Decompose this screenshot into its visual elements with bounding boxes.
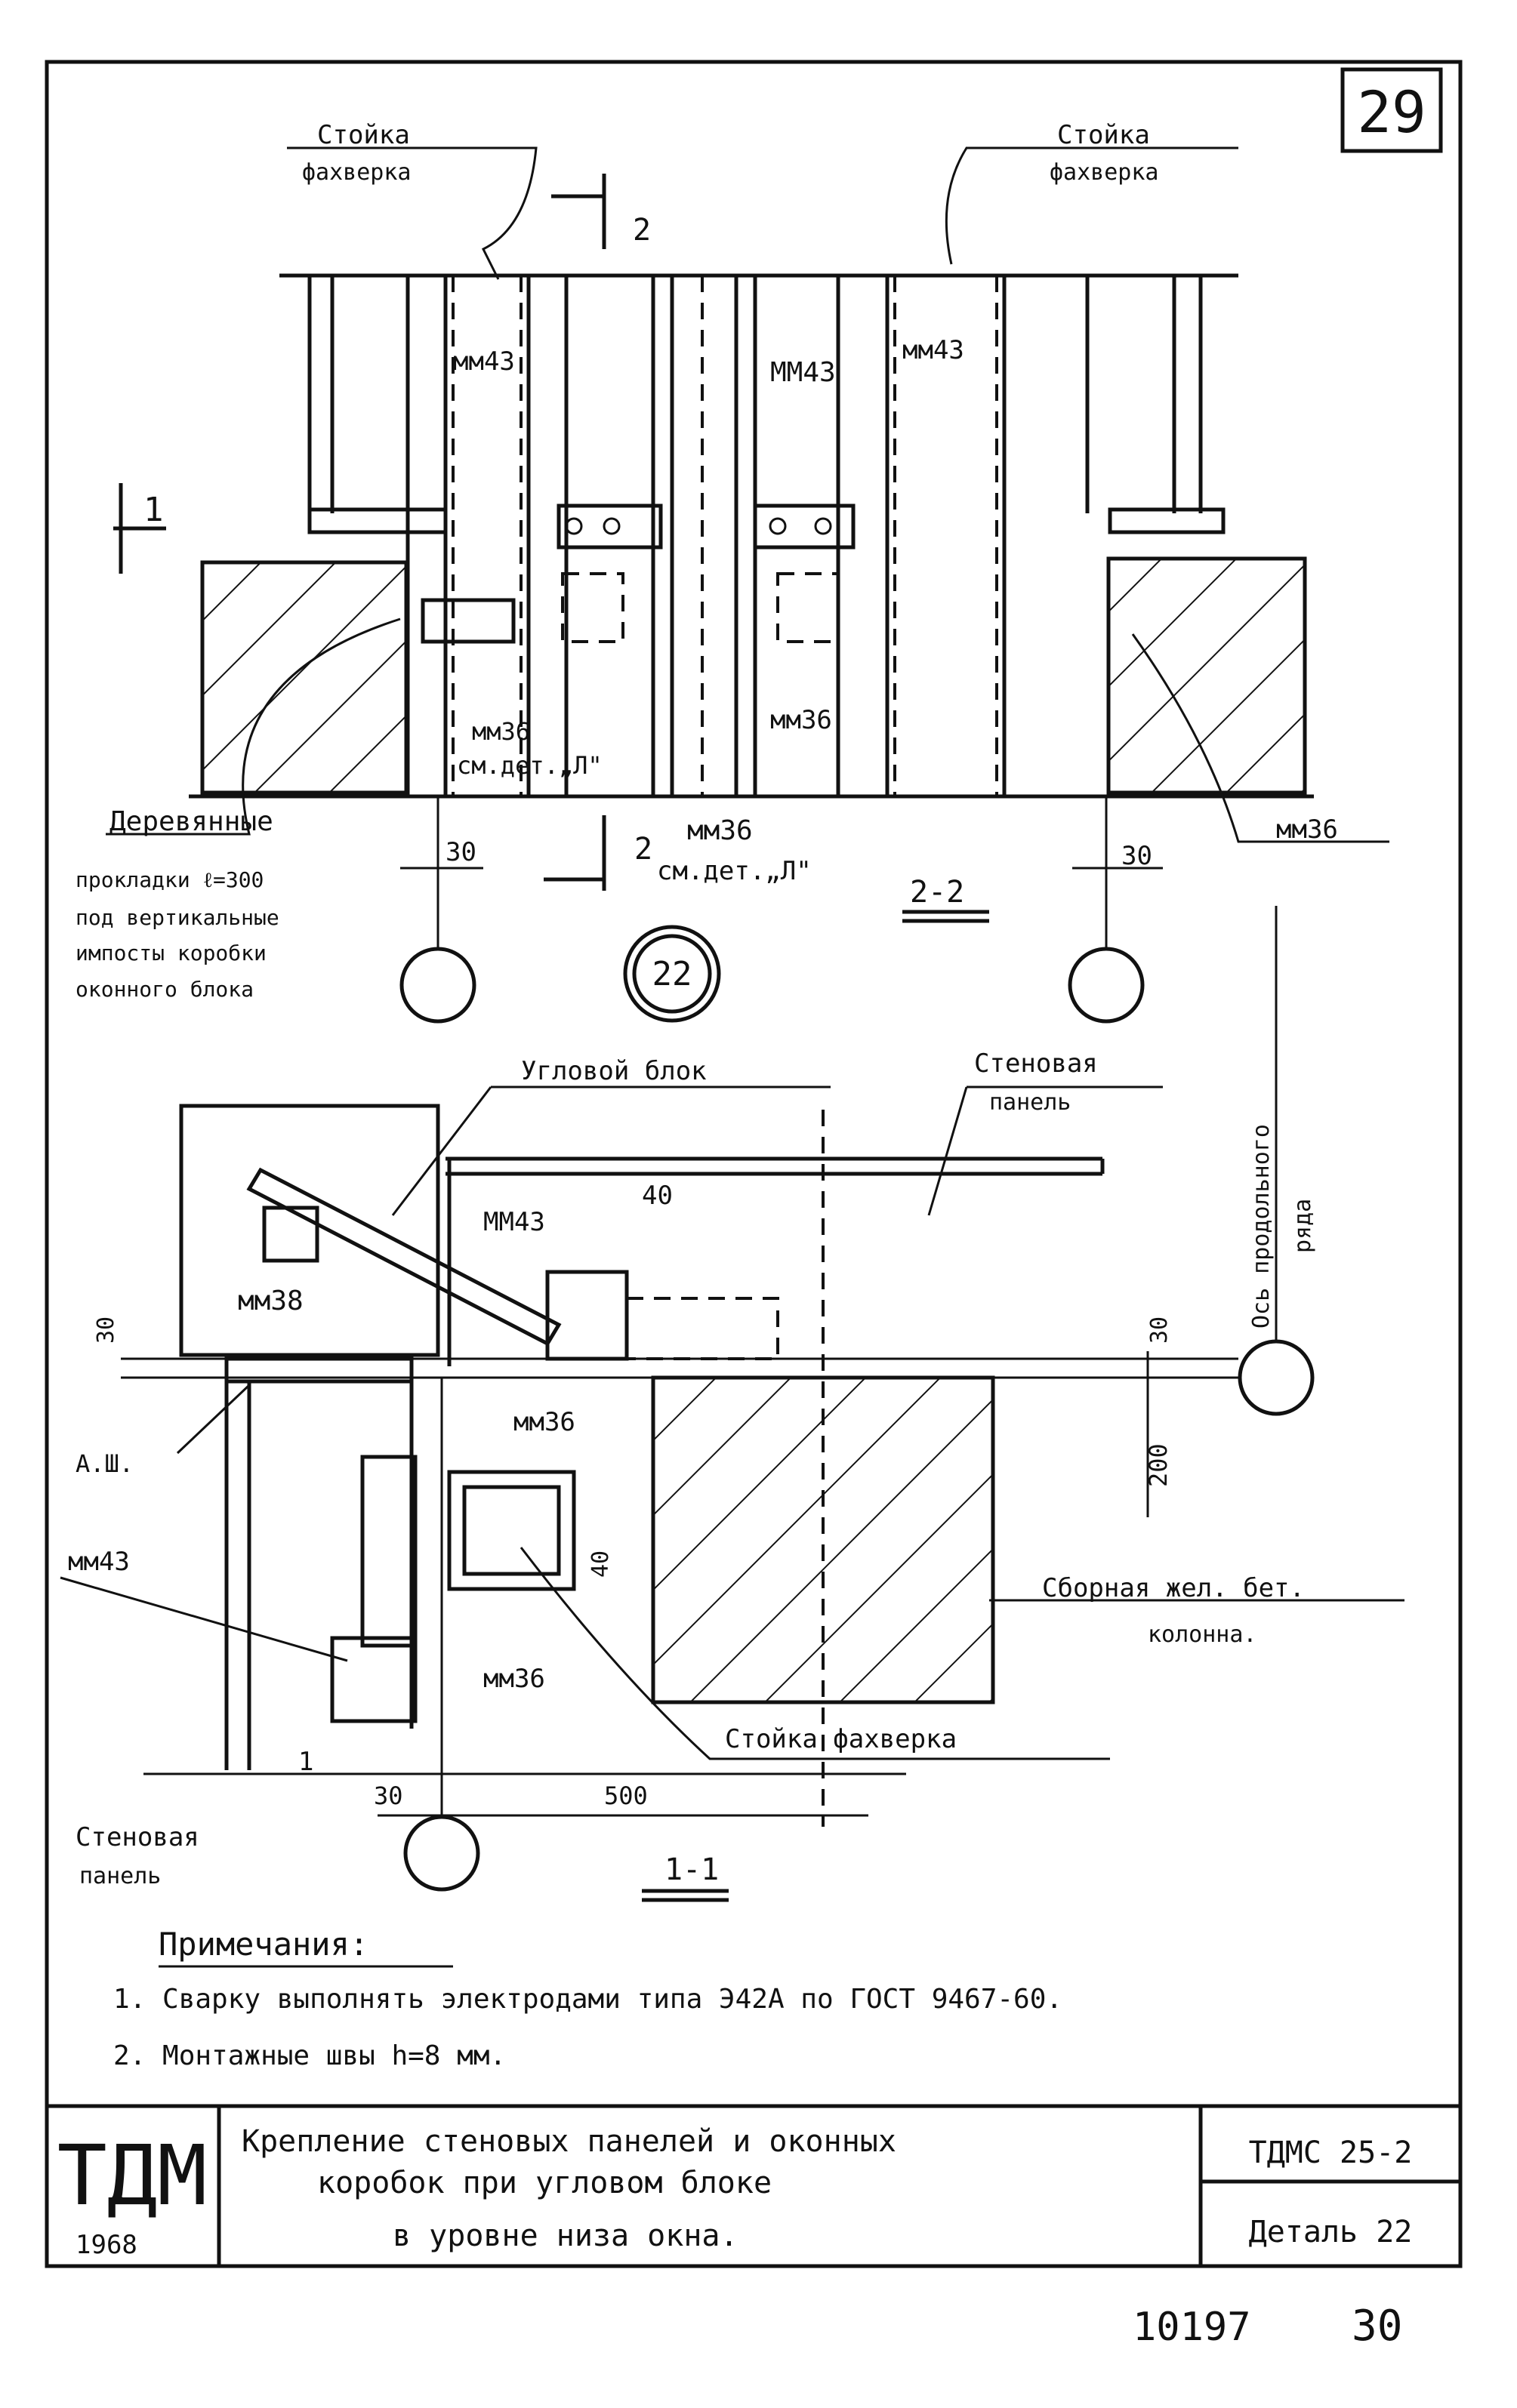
section-1-1-label: 1-1 bbox=[664, 1852, 719, 1887]
anchor-plate-right bbox=[753, 503, 856, 550]
dim-40-mid: 40 bbox=[587, 1550, 614, 1578]
section-1-1 bbox=[60, 906, 1404, 1892]
wood-pads-line-3: импосты коробки bbox=[76, 941, 267, 965]
wall-panel-bottom-2: панель bbox=[79, 1863, 161, 1889]
left-concrete-block bbox=[200, 560, 409, 795]
notes-heading: Примечания: bbox=[159, 1926, 368, 1963]
sheet-frame bbox=[45, 60, 1463, 2268]
wall-panel-bottom-1: Стеновая bbox=[76, 1822, 199, 1852]
mm43-left-label: мм43 bbox=[68, 1547, 130, 1577]
section-2-2-label: 2-2 bbox=[910, 875, 964, 910]
left-fachverk-label: фахверка bbox=[302, 159, 412, 186]
title-year: 1968 bbox=[76, 2230, 137, 2260]
page-number-box bbox=[1340, 67, 1443, 153]
detail-marker-number: 22 bbox=[652, 955, 692, 993]
dim-30-left: 30 bbox=[446, 837, 476, 867]
corner-block-label: Угловой блок bbox=[521, 1056, 707, 1086]
plate-mm43-left bbox=[330, 1636, 418, 1723]
right-stoika-label: Стойка bbox=[1057, 120, 1150, 150]
mm43-center: ММ43 bbox=[770, 357, 836, 388]
stoika-1-1-label: Стойка фахверка bbox=[725, 1724, 957, 1754]
mm36-left-1: мм36 bbox=[472, 717, 530, 746]
mm43-top-label: ММ43 bbox=[483, 1207, 545, 1237]
wood-pads-line-2: под вертикальные bbox=[76, 905, 279, 930]
mm38-label: мм38 bbox=[238, 1286, 304, 1316]
detail-marker-outer bbox=[623, 925, 721, 1023]
anchor-plate-left bbox=[557, 503, 663, 550]
wall-panel-top-1: Стеновая bbox=[974, 1048, 1098, 1079]
dim-200: 200 bbox=[1144, 1443, 1173, 1487]
title-code: ТДМС 25-2 bbox=[1249, 2135, 1413, 2170]
ash-label: А.Ш. bbox=[76, 1449, 134, 1478]
plate-mm43-top bbox=[545, 1270, 629, 1361]
title-line-2: коробок при угловом блоке bbox=[317, 2166, 772, 2200]
cut-mark-2-top: 2 bbox=[633, 213, 651, 248]
mm36-a-label: мм36 bbox=[513, 1407, 575, 1437]
left-stoika-label: Стойка bbox=[317, 120, 410, 150]
note-2: 2. Монтажные швы h=8 мм. bbox=[113, 2040, 506, 2071]
wall-panel-top-2: панель bbox=[989, 1089, 1071, 1116]
title-detail: Деталь 22 bbox=[1249, 2215, 1413, 2249]
mm36-center-1: мм36 bbox=[687, 815, 753, 846]
title-block bbox=[47, 2104, 1460, 2266]
wood-pads-title: Деревянные bbox=[109, 806, 273, 837]
wood-pads-line-1: прокладки ℓ=300 bbox=[76, 867, 264, 892]
dim-30-bottom: 30 bbox=[374, 1781, 403, 1810]
mm36-center-2: см.дет.„Л" bbox=[657, 856, 812, 886]
mm43-left: мм43 bbox=[453, 346, 515, 377]
column-label-2: колонна. bbox=[1148, 1621, 1257, 1648]
axis-circle-1-1-right bbox=[1238, 1339, 1315, 1416]
detail-marker-inner bbox=[632, 934, 712, 1014]
dim-30-right: 30 bbox=[1121, 841, 1152, 871]
right-concrete-block bbox=[1106, 556, 1307, 795]
axis-label-1: Ось продольного bbox=[1248, 1124, 1275, 1329]
channel-profile bbox=[447, 1470, 576, 1591]
dim-30-right-1-1: 30 bbox=[1146, 1316, 1173, 1344]
axis-label-2: ряда bbox=[1290, 1199, 1316, 1253]
right-fachverk-label: фахверка bbox=[1050, 159, 1159, 186]
concrete-column bbox=[651, 1375, 995, 1704]
mm36-right: мм36 bbox=[1276, 814, 1338, 845]
axis-circle-left bbox=[399, 947, 476, 1024]
section-2-2 bbox=[106, 146, 1389, 1024]
axis-circle-right bbox=[1068, 947, 1145, 1024]
mm36-left-2: см.дет.„Л" bbox=[457, 751, 603, 780]
axis-circle-1-1-bottom bbox=[403, 1815, 480, 1892]
sheet-number: 30 bbox=[1352, 2302, 1402, 2351]
cut-mark-1-left: 1 bbox=[143, 491, 164, 529]
mm43-right: мм43 bbox=[902, 335, 964, 365]
dim-40-top: 40 bbox=[642, 1181, 673, 1211]
column-label-1: Сборная жел. бет. bbox=[1042, 1573, 1305, 1603]
title-line-3: в уровне низа окна. bbox=[393, 2219, 738, 2253]
archive-number: 10197 bbox=[1133, 2305, 1251, 2350]
cut-mark-2-bottom: 2 bbox=[634, 832, 652, 867]
corner-block bbox=[179, 1104, 440, 1357]
wood-pads-line-4: оконного блока bbox=[76, 977, 254, 1002]
note-1: 1. Сварку выполнять электродами типа Э42… bbox=[113, 1984, 1062, 2015]
cut-mark-1-bottom: 1 bbox=[298, 1747, 313, 1777]
mm36-b-label: мм36 bbox=[483, 1664, 545, 1694]
mm36-mid: мм36 bbox=[770, 705, 832, 735]
dim-30-left-1-1: 30 bbox=[93, 1316, 119, 1344]
title-logo: ТДМ bbox=[57, 2127, 208, 2224]
page-number: 29 bbox=[1357, 79, 1426, 146]
dim-500: 500 bbox=[604, 1781, 648, 1810]
title-line-1: Крепление стеновых панелей и оконных bbox=[242, 2124, 896, 2159]
